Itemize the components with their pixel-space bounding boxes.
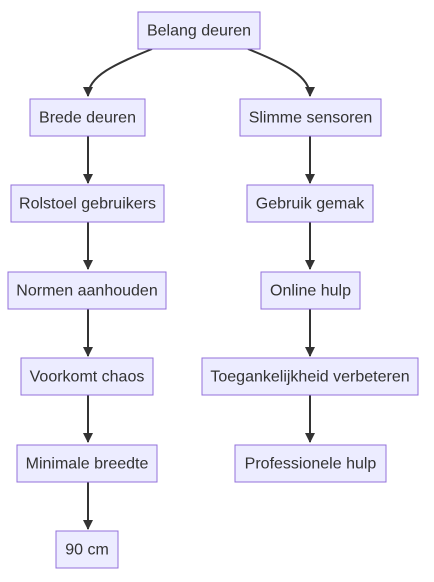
edge-belang-slimme <box>247 48 315 97</box>
node-rolstoel-gebruikers: Rolstoel gebruikers <box>10 184 165 223</box>
edges <box>83 48 315 530</box>
edge-belang-brede <box>83 48 153 97</box>
node-toegankelijkheid-verbeteren: Toegankelijkheid verbeteren <box>201 357 419 396</box>
node-minimale-breedte: Minimale breedte <box>16 444 158 483</box>
node-brede-deuren: Brede deuren <box>29 98 146 137</box>
node-label: 90 cm <box>65 542 109 559</box>
node-90-cm: 90 cm <box>55 530 119 569</box>
node-label: Toegankelijkheid verbeteren <box>210 369 409 386</box>
node-label: Online hulp <box>270 283 351 300</box>
node-label: Gebruik gemak <box>256 196 365 213</box>
node-label: Slimme sensoren <box>249 110 373 127</box>
node-label: Rolstoel gebruikers <box>19 196 156 213</box>
node-belang-deuren: Belang deuren <box>137 11 261 50</box>
node-normen-aanhouden: Normen aanhouden <box>7 271 167 310</box>
node-gebruik-gemak: Gebruik gemak <box>246 184 374 223</box>
node-label: Minimale breedte <box>26 456 149 473</box>
node-label: Belang deuren <box>147 23 251 40</box>
node-voorkomt-chaos: Voorkomt chaos <box>20 357 154 396</box>
node-label: Professionele hulp <box>245 456 377 473</box>
node-label: Normen aanhouden <box>16 283 157 300</box>
node-label: Brede deuren <box>39 110 136 127</box>
node-online-hulp: Online hulp <box>260 271 361 310</box>
node-slimme-sensoren: Slimme sensoren <box>239 98 382 137</box>
node-label: Voorkomt chaos <box>30 369 145 386</box>
node-professionele-hulp: Professionele hulp <box>234 444 387 483</box>
